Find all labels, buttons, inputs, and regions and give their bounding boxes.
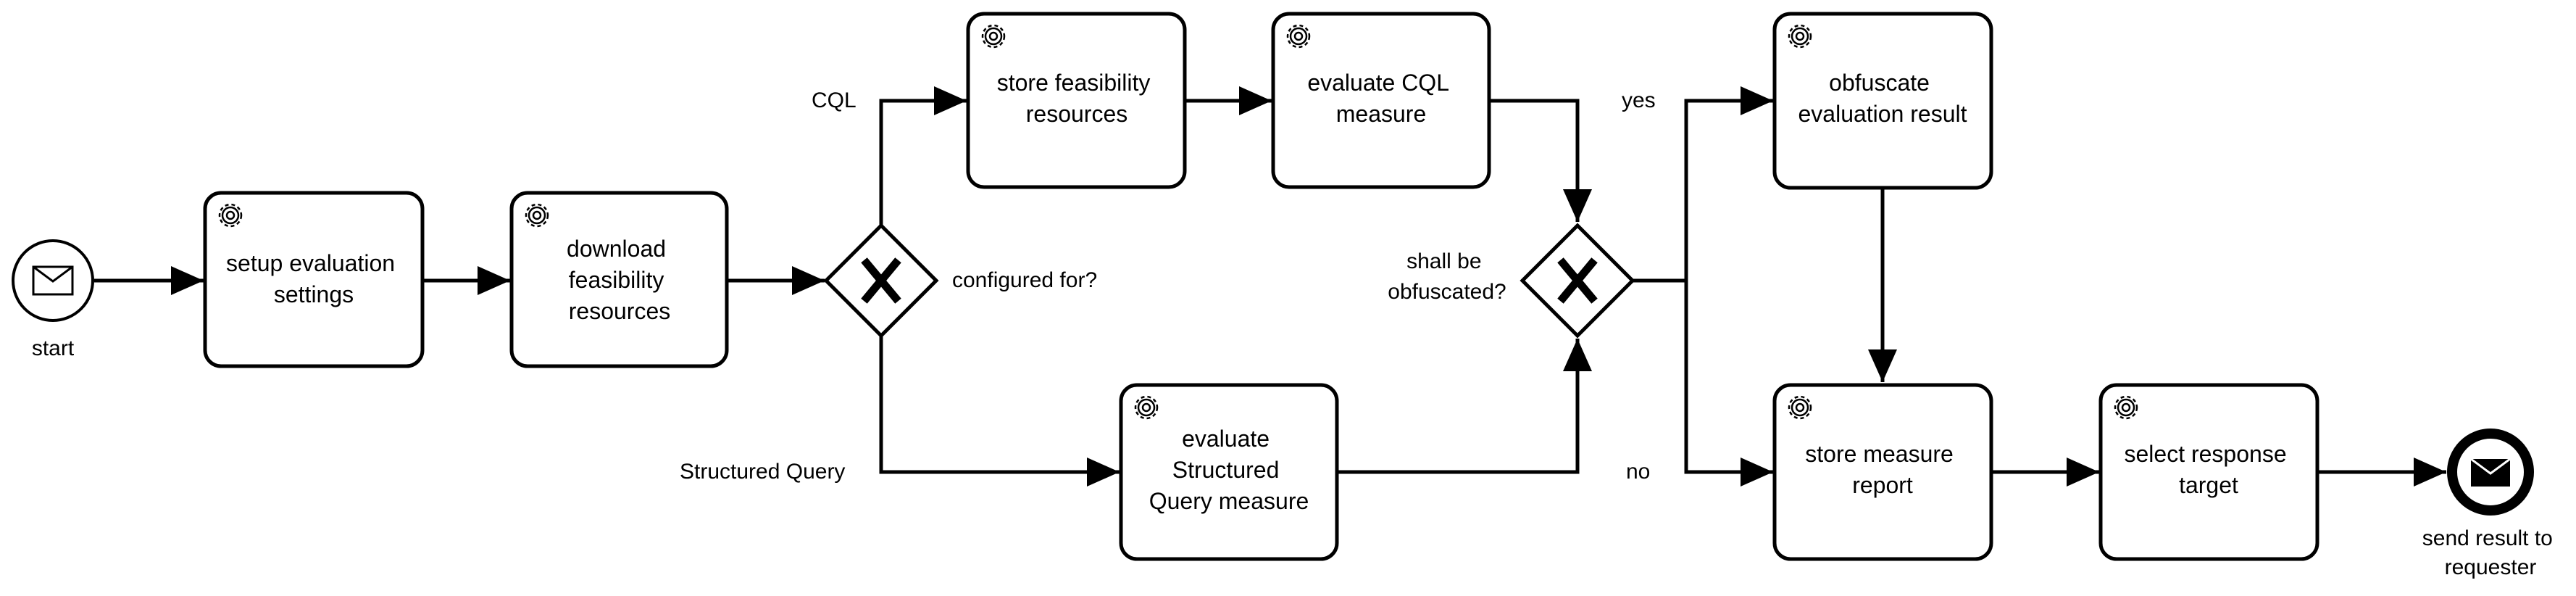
task-store-feasibility-label: store feasibility resources — [997, 70, 1157, 127]
flow-label-yes: yes — [1622, 88, 1656, 112]
filled-envelope-icon — [2470, 458, 2511, 487]
start-event-label: start — [32, 336, 75, 360]
task-evaluate-structured-query-measure[interactable]: evaluate Structured Query measure — [1119, 383, 1339, 561]
start-event[interactable]: start — [12, 239, 94, 360]
exclusive-x-icon — [1557, 257, 1598, 304]
flow-label-structured-query: Structured Query — [680, 460, 845, 484]
service-gear-icon — [2114, 395, 2138, 420]
flow-gateway-yes-to-obfuscate[interactable] — [1633, 86, 1773, 283]
service-gear-icon — [1788, 395, 1812, 420]
flow-gateway-no-to-store-report[interactable] — [1684, 281, 1773, 487]
task-download-label: download feasibility resources — [567, 236, 672, 324]
service-gear-icon — [981, 24, 1006, 49]
service-gear-icon — [1788, 24, 1812, 49]
service-gear-icon — [1134, 395, 1159, 420]
task-evaluate-cql-measure[interactable]: evaluate CQL measure — [1271, 12, 1491, 189]
flow-gateway-to-evaluate-structured[interactable] — [879, 336, 1120, 487]
task-setup-label: setup evaluation settings — [226, 250, 401, 307]
flow-label-cql: CQL — [812, 88, 856, 112]
gateway-configured-label: configured for? — [952, 268, 1097, 292]
service-gear-icon — [218, 203, 243, 228]
task-select-target-label: select response target — [2124, 441, 2293, 498]
task-store-report-label: store measure report — [1805, 441, 1959, 498]
service-gear-icon — [525, 203, 549, 228]
sequence-flows — [94, 86, 2446, 487]
gateway-configured-for[interactable]: configured for? — [823, 223, 1097, 339]
task-store-feasibility-resources[interactable]: store feasibility resources — [966, 12, 1187, 189]
end-event-send-result[interactable]: send result to requester — [2422, 429, 2559, 579]
flow-gateway-to-store-feasibility[interactable] — [879, 86, 967, 225]
task-setup-evaluation-settings[interactable]: setup evaluation settings — [203, 191, 425, 368]
flow-evaluate-structured-to-gateway[interactable] — [1338, 339, 1592, 474]
exclusive-x-icon — [861, 257, 901, 304]
task-obfuscate-evaluation-result[interactable]: obfuscate evaluation result — [1772, 12, 1993, 190]
task-download-feasibility-resources[interactable]: download feasibility resources — [509, 191, 729, 368]
task-evaluate-structured-label: evaluate Structured Query measure — [1149, 426, 1309, 514]
end-event-label: send result to requester — [2422, 526, 2559, 579]
gateway-obfuscated-label: shall be obfuscated? — [1388, 249, 1506, 304]
task-select-response-target[interactable]: select response target — [2098, 383, 2319, 561]
flow-label-no: no — [1626, 460, 1650, 484]
flow-evaluate-cql-to-gateway[interactable] — [1490, 99, 1592, 222]
task-obfuscate-label: obfuscate evaluation result — [1798, 70, 1967, 127]
gateway-shall-be-obfuscated[interactable]: shall be obfuscated? — [1388, 223, 1635, 339]
service-gear-icon — [1286, 24, 1311, 49]
envelope-icon — [32, 265, 74, 296]
task-store-measure-report[interactable]: store measure report — [1772, 383, 1993, 561]
task-evaluate-cql-label: evaluate CQL measure — [1307, 70, 1454, 127]
